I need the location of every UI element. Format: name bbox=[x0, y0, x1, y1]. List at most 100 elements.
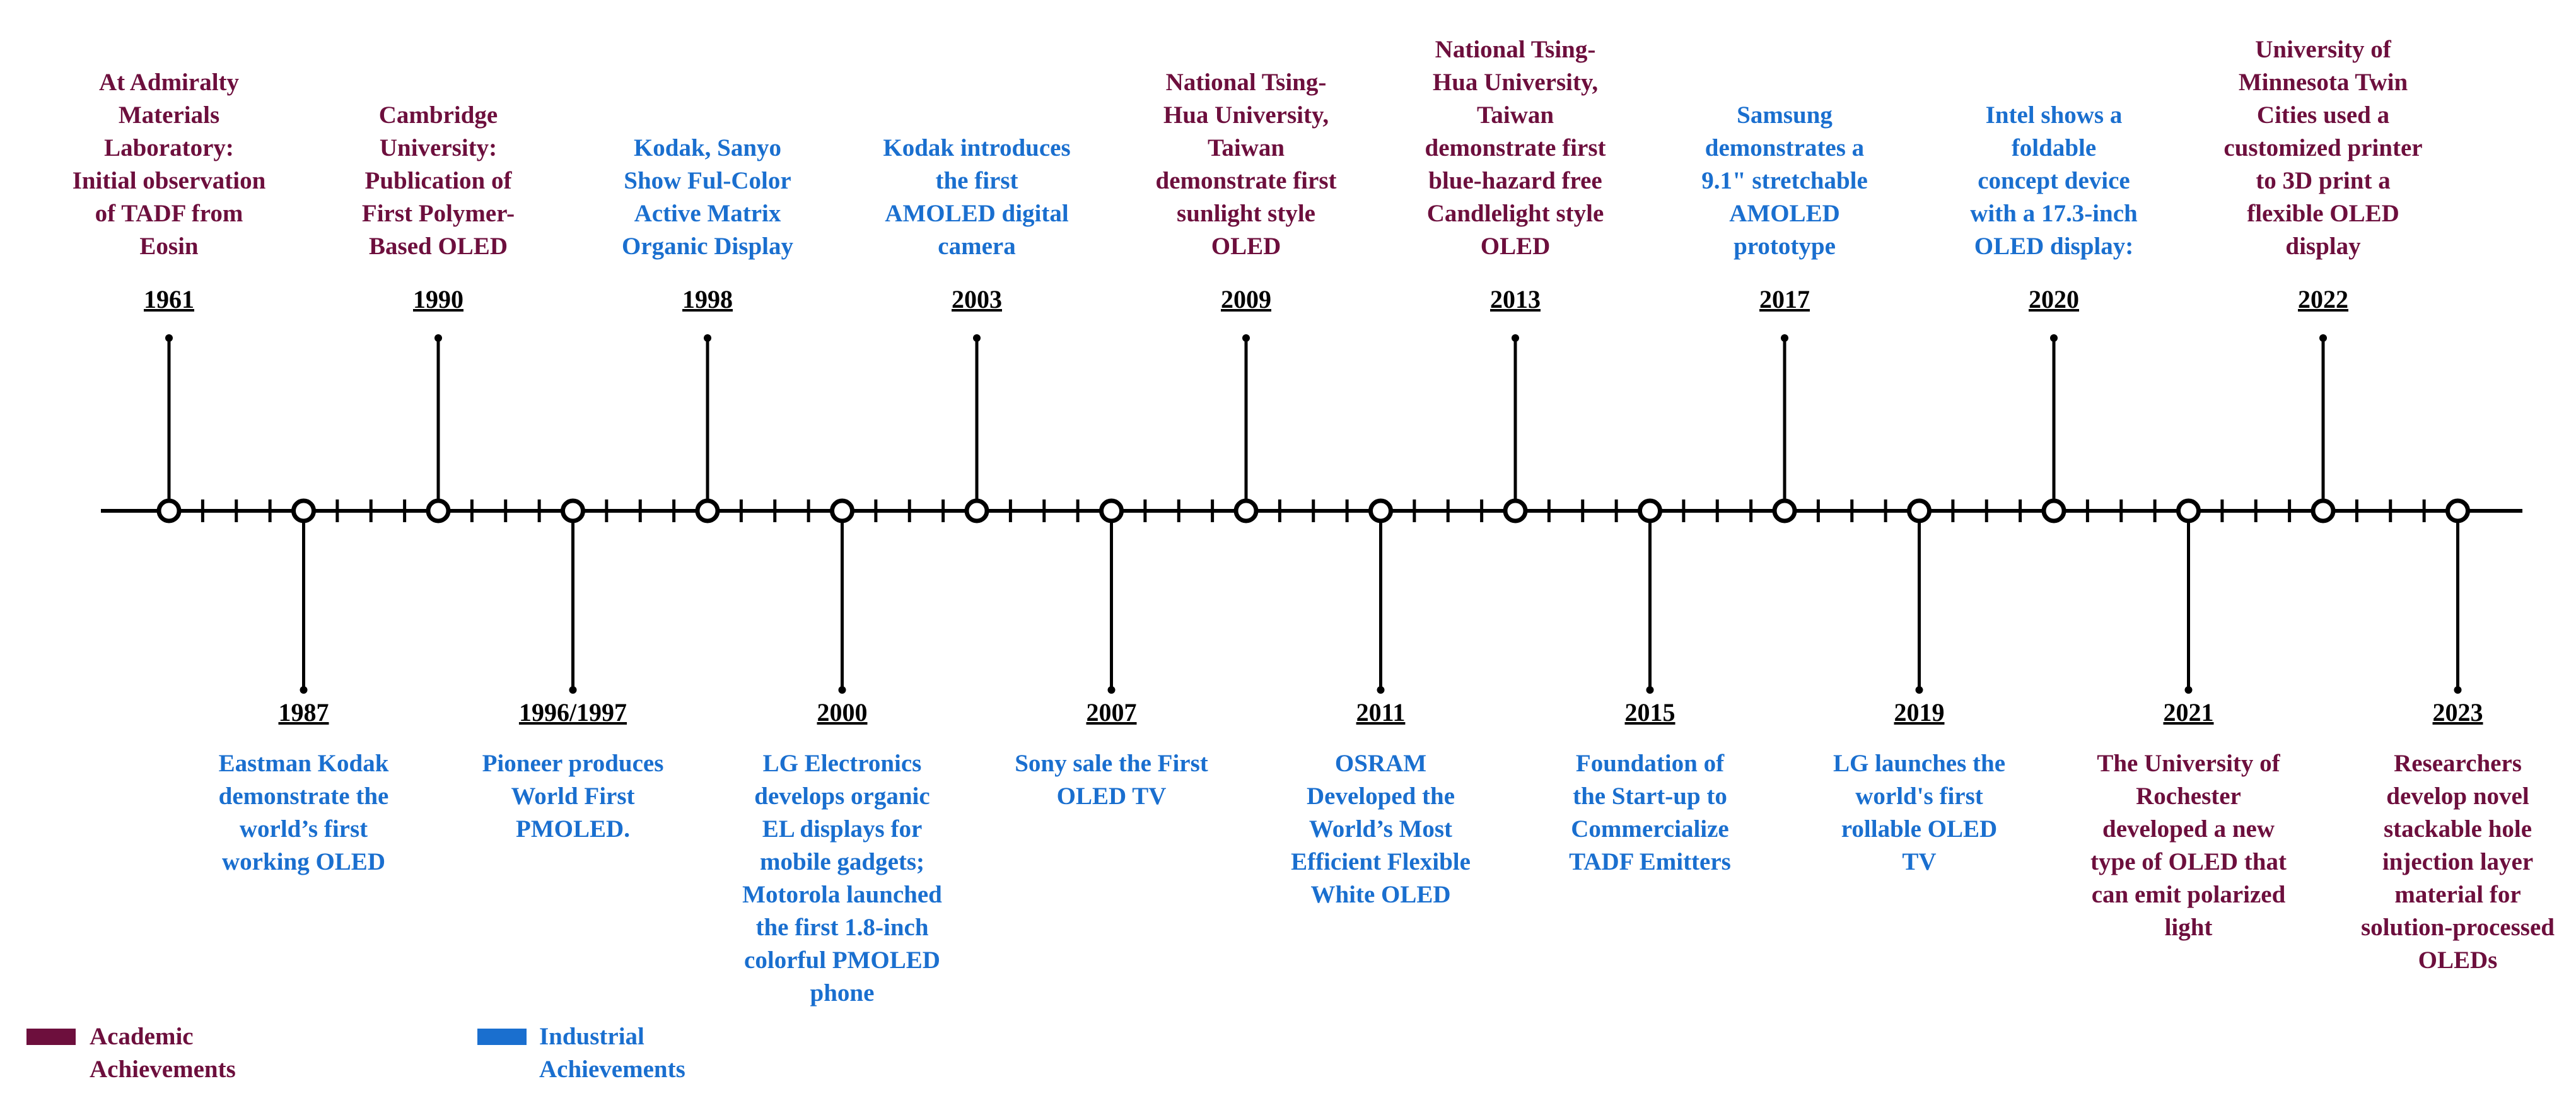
event-description-line: OSRAM bbox=[1334, 750, 1427, 777]
event-dot-2017 bbox=[1781, 334, 1788, 342]
event-year-1998: 1998 bbox=[682, 285, 733, 313]
event-description-line: light bbox=[2164, 914, 2213, 941]
event-description-line: White OLED bbox=[1310, 881, 1451, 908]
event-description-line: develops organic bbox=[754, 783, 930, 810]
event-description-line: National Tsing- bbox=[1165, 69, 1327, 96]
event-description-line: the first 1.8-inch bbox=[755, 914, 929, 941]
event-description-line: stackable hole bbox=[2383, 815, 2532, 843]
event-dot-1996-1997 bbox=[569, 686, 577, 694]
event-dot-2009 bbox=[1242, 334, 1250, 342]
event-year-2017: 2017 bbox=[1759, 285, 1810, 313]
event-description-line: Laboratory: bbox=[104, 134, 234, 161]
event-description-line: OLED TV bbox=[1056, 783, 1167, 810]
event-dot-1961 bbox=[165, 334, 173, 342]
event-description-line: Researchers bbox=[2394, 750, 2522, 777]
event-dot-1987 bbox=[300, 686, 308, 694]
event-description-line: Organic Display bbox=[622, 233, 793, 260]
event-description-line: LG launches the bbox=[1833, 750, 2006, 777]
event-description-line: Kodak introduces bbox=[883, 134, 1071, 161]
event-description-line: Rochester bbox=[2136, 783, 2241, 810]
event-node-2009 bbox=[1233, 498, 1259, 523]
event-node-2013 bbox=[1503, 498, 1528, 523]
event-description-line: Minnesota Twin bbox=[2238, 69, 2408, 96]
event-year-2003: 2003 bbox=[952, 285, 1002, 313]
event-description-line: material for bbox=[2394, 881, 2521, 908]
event-node-2017 bbox=[1772, 498, 1797, 523]
event-description-line: Taiwan bbox=[1476, 102, 1554, 129]
event-description-line: concept device bbox=[1978, 167, 2130, 194]
event-year-2022: 2022 bbox=[2298, 285, 2348, 313]
event-dot-2020 bbox=[2050, 334, 2058, 342]
event-description-line: working OLED bbox=[222, 848, 385, 875]
event-year-1996-1997: 1996/1997 bbox=[518, 698, 627, 727]
event-description-line: Candlelight style bbox=[1426, 200, 1604, 227]
event-description-line: First Polymer- bbox=[361, 200, 515, 227]
event-dot-2013 bbox=[1512, 334, 1519, 342]
event-description-line: demonstrates a bbox=[1705, 134, 1865, 161]
legend-swatch-academic bbox=[26, 1029, 76, 1045]
event-dot-2019 bbox=[1915, 686, 1923, 694]
event-description-line: demonstrate first bbox=[1155, 167, 1337, 194]
event-description-line: Cities used a bbox=[2256, 102, 2390, 129]
event-year-2000: 2000 bbox=[817, 698, 868, 727]
event-description-line: Eosin bbox=[139, 233, 199, 260]
event-year-2021: 2021 bbox=[2163, 698, 2214, 727]
event-description-line: of TADF from bbox=[95, 200, 243, 227]
event-description-line: prototype bbox=[1734, 233, 1836, 260]
event-year-2013: 2013 bbox=[1490, 285, 1541, 313]
event-description-line: University of bbox=[2255, 36, 2391, 63]
event-dot-2021 bbox=[2184, 686, 2193, 694]
event-description-line: Materials bbox=[118, 102, 220, 129]
event-description-line: AMOLED bbox=[1729, 200, 1840, 227]
event-description-line: colorful PMOLED bbox=[744, 947, 940, 974]
event-node-1998 bbox=[695, 498, 720, 523]
event-dot-2007 bbox=[1107, 686, 1116, 694]
event-description-line: TV bbox=[1902, 848, 1937, 875]
event-description-line: display bbox=[2285, 233, 2361, 260]
legend-label-academic: Academic Achievements bbox=[90, 1023, 236, 1083]
event-description-line: Active Matrix bbox=[634, 200, 781, 227]
event-description-line: Intel shows a bbox=[1985, 102, 2123, 129]
event-description-line: the first bbox=[935, 167, 1018, 194]
event-dot-2015 bbox=[1646, 686, 1654, 694]
event-node-2003 bbox=[964, 498, 989, 523]
event-description-line: mobile gadgets; bbox=[759, 848, 925, 875]
event-description-line: sunlight style bbox=[1177, 200, 1315, 227]
event-description-line: with a 17.3-inch bbox=[1970, 200, 2138, 227]
event-year-2023: 2023 bbox=[2432, 698, 2483, 727]
event-description-line: camera bbox=[938, 233, 1016, 260]
event-dot-2003 bbox=[973, 334, 981, 342]
event-year-1961: 1961 bbox=[144, 285, 194, 313]
event-description-line: Developed the bbox=[1306, 783, 1455, 810]
event-node-2020 bbox=[2041, 498, 2066, 523]
event-description-line: Foundation of bbox=[1575, 750, 1725, 777]
event-description-line: Commercialize bbox=[1571, 815, 1729, 843]
event-description-line: customized printer bbox=[2223, 134, 2423, 161]
event-year-2007: 2007 bbox=[1086, 698, 1137, 727]
event-description-line: injection layer bbox=[2382, 848, 2534, 875]
event-dot-2022 bbox=[2319, 334, 2327, 342]
event-description-line: Hua University, bbox=[1163, 102, 1329, 129]
event-description-line: world’s first bbox=[239, 815, 368, 843]
event-description-line: the Start-up to bbox=[1573, 783, 1727, 810]
event-year-2011: 2011 bbox=[1356, 698, 1406, 727]
event-dot-2011 bbox=[1377, 686, 1385, 694]
event-description-line: Motorola launched bbox=[742, 881, 942, 908]
event-description-line: Initial observation bbox=[72, 167, 266, 194]
event-node-2011 bbox=[1368, 498, 1393, 523]
event-description-line: EL displays for bbox=[762, 815, 923, 843]
event-description-line: demonstrate first bbox=[1425, 134, 1606, 161]
event-description-line: demonstrate the bbox=[218, 783, 389, 810]
